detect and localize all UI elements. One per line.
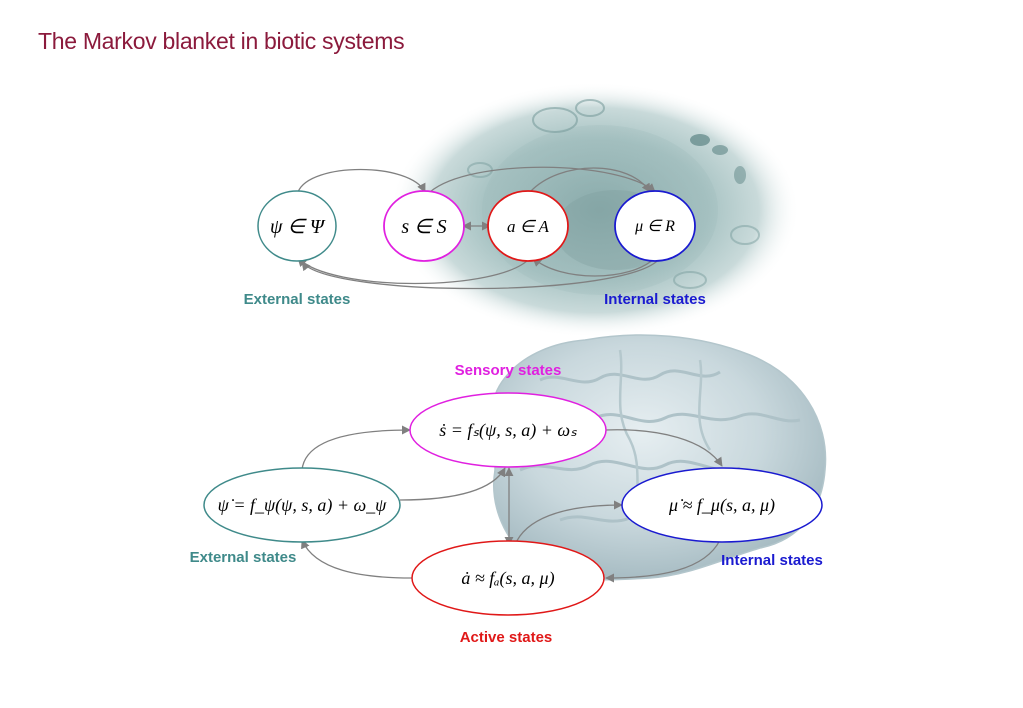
top-node-external: ψ ∈ Ψ <box>257 190 337 262</box>
equation-sensory: ṡ = fₛ(ψ, s, a) + ωₛ <box>439 420 577 441</box>
equation-active: ȧ ≈ fₐ(s, a, μ) <box>461 568 554 589</box>
top-arrows <box>297 166 661 290</box>
top-node-internal: μ ∈ R <box>614 190 696 262</box>
bottom-label-active: Active states <box>460 629 553 646</box>
arrow-sensory-to-internal <box>429 166 656 193</box>
top-node-internal-label: μ ∈ R <box>634 218 675 235</box>
bottom-label-internal: Internal states <box>721 552 823 569</box>
arrow-active-to-external-eq <box>301 539 413 579</box>
bottom-node-external: ψ̇ = f_ψ(ψ, s, a) + ω_ψ <box>203 467 401 543</box>
top-node-external-label: ψ ∈ Ψ <box>270 216 326 238</box>
top-node-sensory: s ∈ S <box>383 190 465 262</box>
page-title: The Markov blanket in biotic systems <box>38 28 405 54</box>
arrow-internal-to-active <box>532 257 656 277</box>
bottom-label-external: External states <box>190 549 297 566</box>
top-node-active: a ∈ A <box>487 190 569 262</box>
arrow-internal-to-active-eq <box>605 539 721 583</box>
equation-external: ψ̇ = f_ψ(ψ, s, a) + ω_ψ <box>218 495 388 516</box>
bottom-label-sensory: Sensory states <box>455 362 562 379</box>
bottom-node-internal: μ̇ ≈ f_μ(s, a, μ) <box>621 467 823 543</box>
arrow-active-to-internal <box>529 167 651 193</box>
equation-internal: μ̇ ≈ f_μ(s, a, μ) <box>668 495 775 516</box>
top-node-active-label: a ∈ A <box>507 217 550 236</box>
top-label-external: External states <box>244 291 351 308</box>
arrow-active-to-external <box>297 257 531 285</box>
bottom-node-sensory: ṡ = fₛ(ψ, s, a) + ωₛ <box>409 392 607 468</box>
arrow-sensory-to-internal-eq <box>604 429 723 467</box>
bottom-node-active: ȧ ≈ fₐ(s, a, μ) <box>411 540 605 616</box>
arrow-active-to-internal-eq <box>514 500 623 546</box>
arrow-internal-to-external <box>301 257 661 290</box>
top-node-sensory-label: s ∈ S <box>401 216 446 238</box>
top-label-internal: Internal states <box>604 291 706 308</box>
arrow-sensory-to-external-eq <box>399 467 506 501</box>
arrow-external-to-sensory <box>297 168 426 193</box>
arrow-external-to-sensory-eq <box>301 425 411 471</box>
bottom-arrows <box>301 425 723 583</box>
